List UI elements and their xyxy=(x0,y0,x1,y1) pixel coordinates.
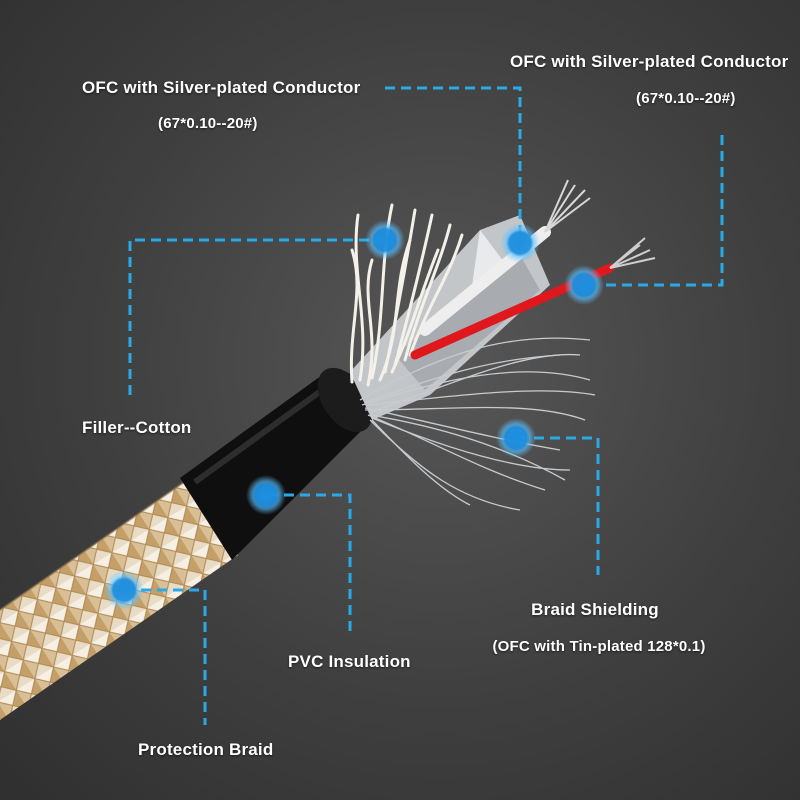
pvc-jacket xyxy=(180,367,373,560)
marker-shield xyxy=(496,418,536,458)
leader-line-shield xyxy=(518,436,600,575)
leader-lines xyxy=(125,86,724,725)
label-filler: Filler--Cotton xyxy=(82,418,192,437)
leader-line-insulation xyxy=(268,493,352,635)
marker-conductor-left xyxy=(500,223,540,263)
label-shield-spec: (OFC with Tin-plated 128*0.1) xyxy=(492,638,706,655)
markers xyxy=(104,220,604,610)
leader-line-braid xyxy=(125,588,207,725)
leader-line-conductor-left xyxy=(385,86,522,240)
marker-insulation xyxy=(246,475,286,515)
label-braid: Protection Braid xyxy=(138,740,274,759)
label-conductor-right-title: OFC with Silver-plated Conductor xyxy=(510,52,789,71)
braid-shielding xyxy=(359,337,596,511)
marker-conductor-right xyxy=(564,265,604,305)
label-conductor-left-title: OFC with Silver-plated Conductor xyxy=(82,78,361,97)
label-conductor-left-spec: (67*0.10--20#) xyxy=(158,115,258,132)
label-insulation: PVC Insulation xyxy=(288,652,411,671)
leader-line-conductor-right xyxy=(600,135,724,287)
leader-line-filler xyxy=(128,238,385,400)
marker-braid xyxy=(104,570,144,610)
label-shield-title: Braid Shielding xyxy=(531,600,659,619)
label-conductor-right-spec: (67*0.10--20#) xyxy=(636,90,736,107)
marker-filler xyxy=(365,220,405,260)
cotton-filler xyxy=(349,203,464,387)
